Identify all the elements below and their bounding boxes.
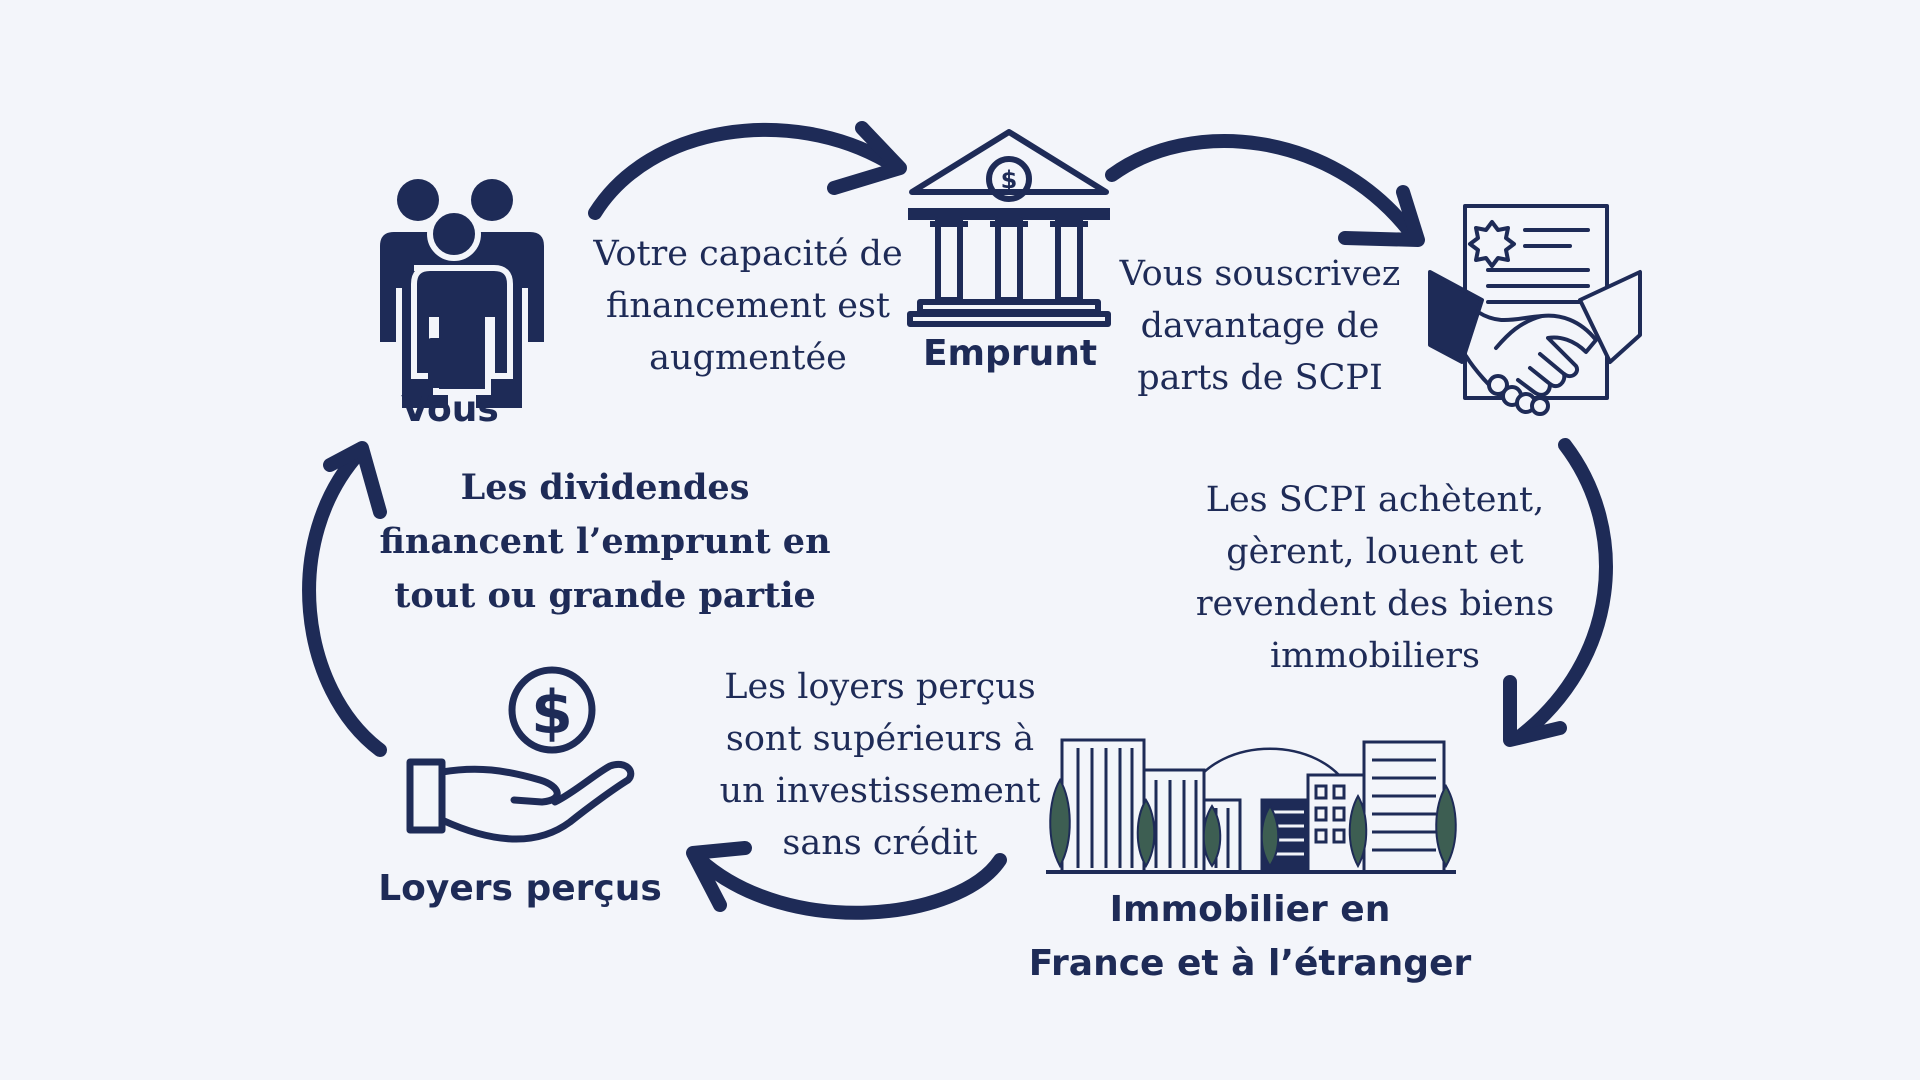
arrow-vous-to-emprunt [588,121,907,220]
arrow-immobilier-to-loyers [686,841,1007,920]
step-capacite-text: Votre capacité de financement est augmen… [593,234,903,378]
emprunt-label: Emprunt [922,333,1098,374]
step-dividendes-text: Les dividendes financent l’emprunt en to… [379,467,831,616]
bank-icon: $ [907,129,1111,327]
immobilier-label: Immobilier en France et à l’étranger [1028,889,1472,984]
svg-text:$: $ [531,678,573,748]
contract-handshake-icon [1428,204,1642,416]
arrow-loyers-to-vous [302,441,387,757]
city-buildings-icon [1046,738,1457,874]
step-souscrivez-text: Vous souscrivez davantage de parts de SC… [1119,254,1401,398]
step-achetent-text: Les SCPI achètent, gèrent, louent et rev… [1195,480,1555,676]
arrow-emprunt-to-scpi [1105,134,1425,247]
step-loyers-superieurs-text: Les loyers perçus sont supérieurs à un i… [719,667,1041,863]
people-group-icon [380,179,544,408]
svg-text:$: $ [1001,166,1018,194]
hand-dollar-icon: $ [406,666,635,843]
loyers-label: Loyers perçus [378,868,662,909]
arrow-scpi-to-immobilier [1503,438,1613,747]
vous-label: Vous [401,389,499,430]
